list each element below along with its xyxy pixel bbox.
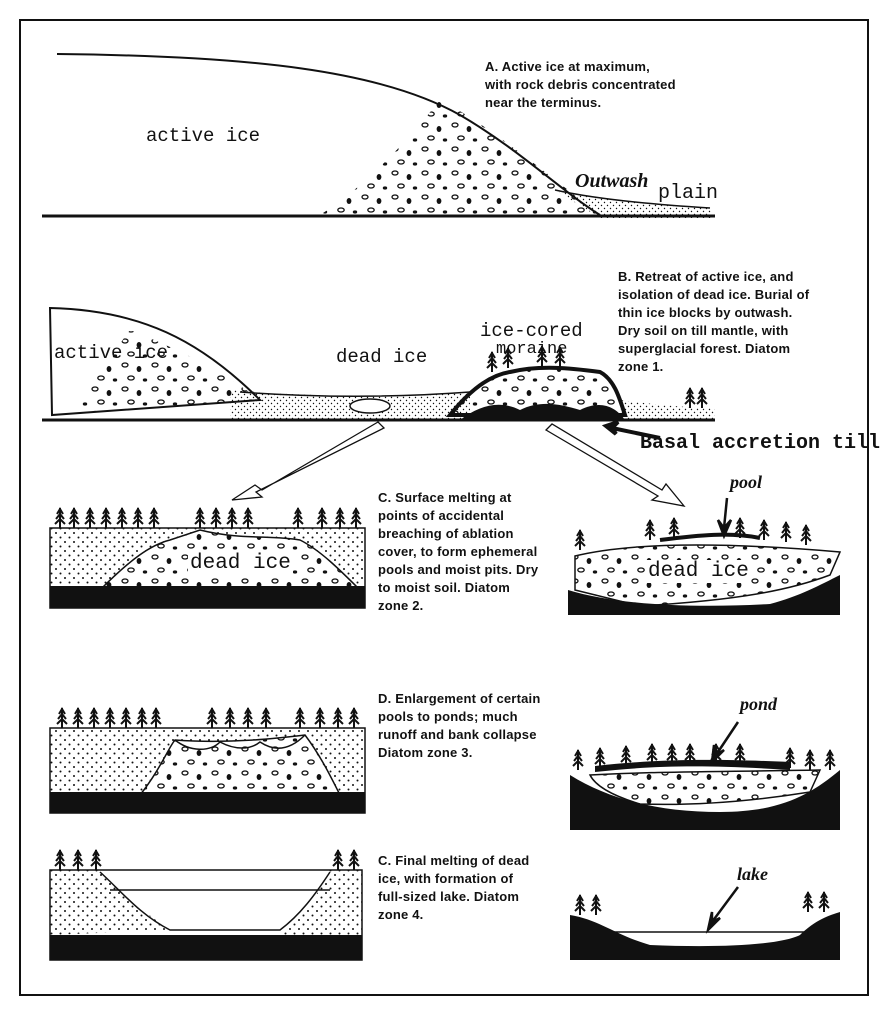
outwash-right-b xyxy=(620,400,715,420)
outwash-wedge-a xyxy=(555,190,712,218)
ground-d-right xyxy=(570,770,840,830)
label-plain: plain xyxy=(658,182,719,205)
figure-frame xyxy=(19,19,869,996)
label-dead-ice-c-right: dead ice xyxy=(646,560,751,583)
label-outwash: Outwash xyxy=(575,170,649,192)
caption-b: B. Retreat of active ice, and isolation … xyxy=(618,269,810,374)
pond-arrow xyxy=(710,721,740,766)
panel-a xyxy=(42,53,715,218)
label-dead-ice-b: dead ice xyxy=(336,346,428,368)
pool-arrow xyxy=(716,497,733,540)
arrow-b-to-c-left xyxy=(231,421,386,501)
buried-ice-block xyxy=(349,398,391,414)
panel-b xyxy=(42,306,715,507)
lake-arrow xyxy=(705,886,740,934)
caption-c: C. Surface melting at points of accident… xyxy=(378,490,539,613)
basal-till-b xyxy=(460,403,625,420)
label-dead-ice-c-left: dead ice xyxy=(188,552,293,575)
lake-basin-left xyxy=(99,871,331,931)
panel-e-left xyxy=(49,849,363,961)
label-pond: pond xyxy=(740,694,778,714)
pool-surface xyxy=(659,532,761,542)
caption-e: C. Final melting of dead ice, with forma… xyxy=(378,853,530,922)
panel-d-left xyxy=(49,707,366,814)
pond-water xyxy=(595,759,790,772)
panel-c-right xyxy=(568,497,842,615)
caption-a: A. Active ice at maximum, with rock debr… xyxy=(485,59,676,110)
label-active-ice-a: active ice xyxy=(146,125,261,147)
label-basal-accretion-till: Basal accretion till xyxy=(640,432,881,455)
ponds-d-left xyxy=(174,734,306,750)
label-pool: pool xyxy=(730,472,763,492)
arrow-b-to-c-right xyxy=(544,423,686,507)
debris-zone-a xyxy=(320,100,600,215)
ground-c-right xyxy=(568,575,840,615)
ground-e-right xyxy=(570,912,840,960)
label-ice-cored: ice-cored xyxy=(480,320,583,342)
ice-cored-moraine xyxy=(445,365,628,417)
label-lake: lake xyxy=(737,864,768,884)
basal-till-arrow xyxy=(601,420,661,440)
label-moraine: moraine xyxy=(496,340,568,359)
panel-e-right xyxy=(570,886,840,960)
panel-d-right xyxy=(570,721,840,830)
label-active-ice-b: active ice xyxy=(54,342,169,364)
dead-ice-d-right xyxy=(588,769,822,806)
caption-d: D. Enlargement of certain pools to ponds… xyxy=(378,691,541,760)
